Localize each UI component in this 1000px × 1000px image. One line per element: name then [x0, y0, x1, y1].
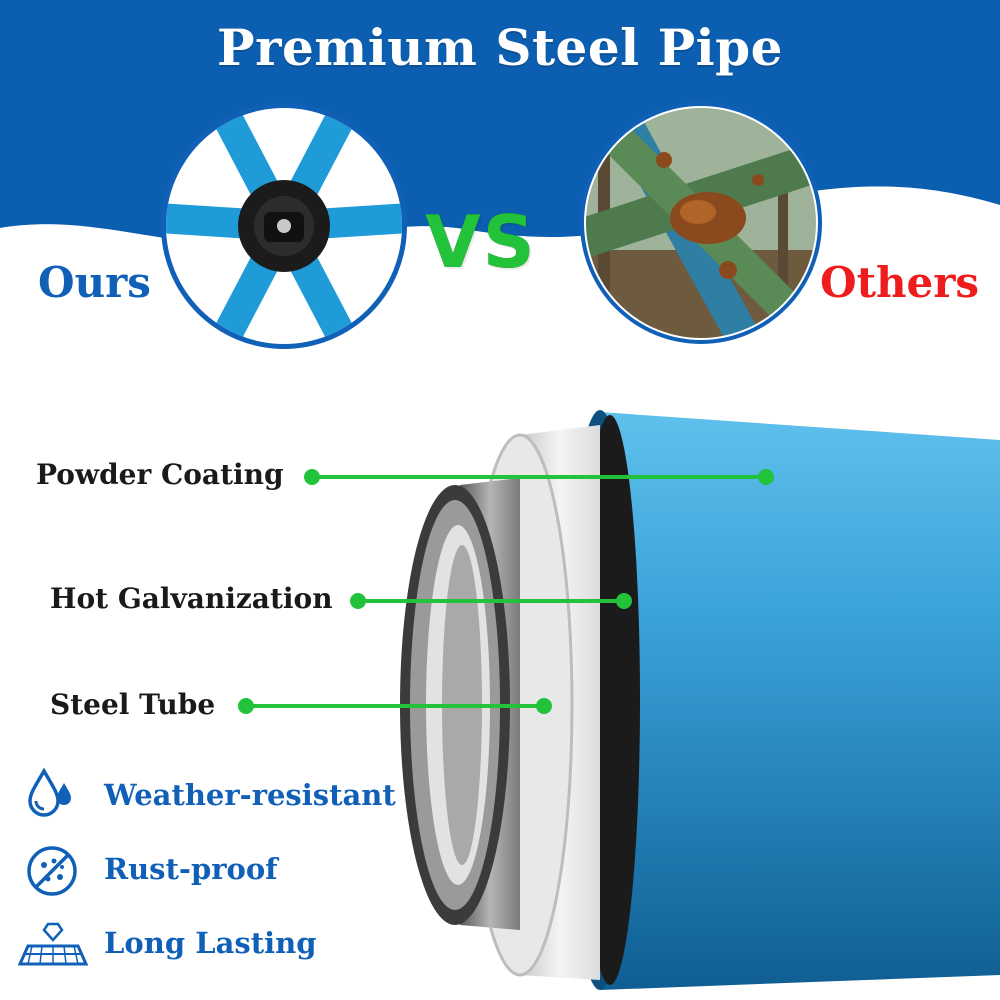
ours-product-photo	[161, 103, 407, 349]
layer-label-steel-tube: Steel Tube	[50, 688, 216, 721]
feature-weather-resistant: Weather-resistant	[104, 778, 396, 812]
feature-rust-proof: Rust-proof	[104, 852, 278, 886]
steel-tube-callout-line	[238, 698, 552, 714]
ours-label: Ours	[38, 258, 151, 307]
diamond-layers-icon	[18, 922, 88, 966]
others-label: Others	[820, 258, 980, 307]
hot-galvanization-callout-line	[350, 593, 632, 609]
water-drops-icon	[28, 767, 71, 817]
page-title: Premium Steel Pipe	[217, 18, 783, 77]
vs-label: VS	[425, 200, 537, 284]
layer-label-powder-coating: Powder Coating	[36, 458, 284, 491]
feature-long-lasting: Long Lasting	[104, 926, 317, 960]
powder-coating-callout-line	[304, 469, 774, 485]
others-product-photo	[580, 102, 822, 344]
layer-label-hot-galvanization: Hot Galvanization	[50, 582, 333, 615]
rust-proof-icon	[27, 846, 77, 896]
